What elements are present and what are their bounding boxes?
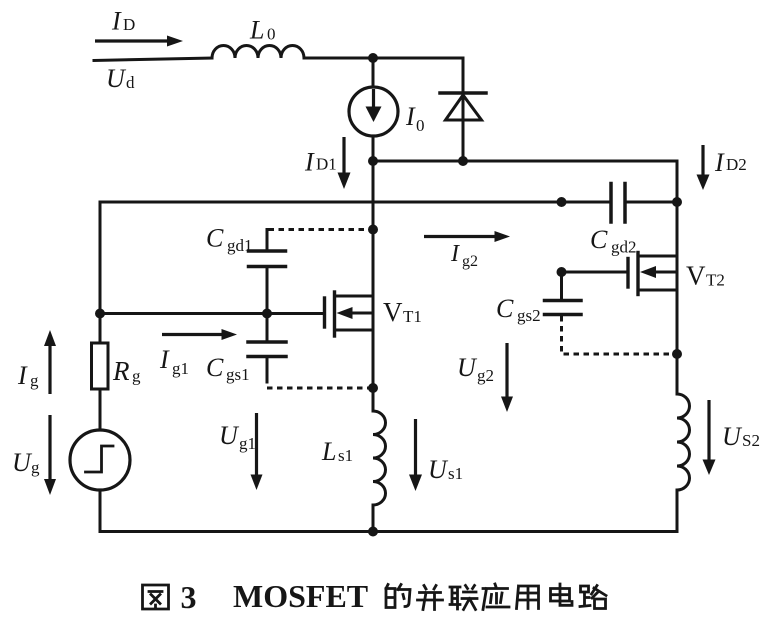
svg-text:gd1: gd1 [227,236,253,255]
svg-text:g: g [30,371,39,390]
svg-text:R: R [112,356,130,386]
svg-text:U: U [457,353,478,382]
svg-text:I: I [405,102,416,131]
svg-text:g1: g1 [239,434,256,453]
svg-text:U: U [722,422,743,451]
svg-text:s1: s1 [448,464,463,483]
svg-text:I: I [17,361,28,390]
svg-text:3: 3 [181,579,197,615]
svg-text:U: U [106,64,127,93]
svg-text:U: U [428,455,449,484]
svg-text:V: V [686,261,706,291]
svg-text:g1: g1 [172,359,189,378]
svg-text:T1: T1 [403,307,422,326]
svg-text:D1: D1 [316,155,337,174]
svg-text:T2: T2 [706,271,725,290]
svg-text:0: 0 [267,25,276,44]
svg-text:I: I [450,241,460,267]
svg-text:C: C [590,225,608,254]
svg-text:I: I [304,148,315,177]
svg-text:I: I [159,345,170,374]
svg-text:U: U [12,448,33,477]
svg-text:C: C [496,294,514,323]
svg-text:C: C [206,224,224,253]
svg-text:I: I [714,148,725,177]
svg-text:gd2: gd2 [611,238,637,257]
svg-text:d: d [126,73,135,92]
svg-text:D: D [123,15,135,34]
svg-text:g2: g2 [462,253,478,270]
svg-text:MOSFET: MOSFET [233,578,368,614]
svg-text:L: L [321,437,336,466]
svg-text:s1: s1 [338,446,353,465]
svg-text:gs1: gs1 [226,365,250,384]
svg-text:U: U [219,421,240,450]
svg-text:C: C [206,353,224,382]
svg-text:0: 0 [416,116,425,135]
svg-text:V: V [383,297,403,327]
svg-text:I: I [111,7,122,36]
svg-text:S2: S2 [742,431,760,450]
svg-text:g: g [31,458,40,477]
svg-text:g2: g2 [477,366,494,385]
svg-text:L: L [249,16,264,45]
svg-text:D2: D2 [726,155,747,174]
svg-text:g: g [132,367,141,386]
svg-text:gs2: gs2 [517,306,541,325]
